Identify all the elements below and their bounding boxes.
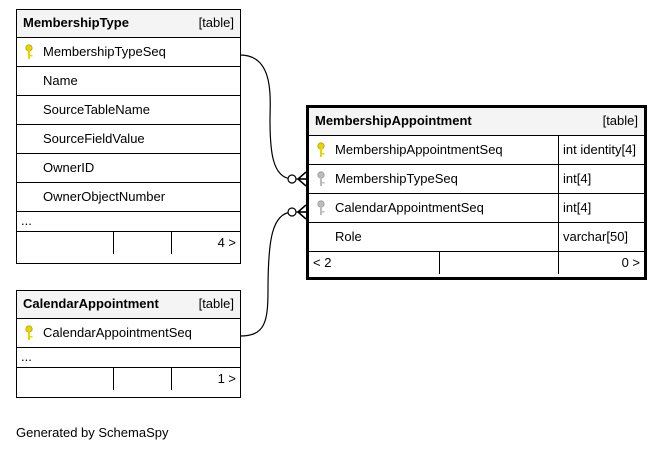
parents-count[interactable]: < 2 [313, 255, 332, 270]
children-count[interactable]: 1 > [217, 371, 236, 386]
column-row[interactable]: MembershipTypeSeq int[4] [309, 165, 644, 194]
table-kind: [table] [198, 15, 234, 30]
column-row[interactable]: SourceFieldValue [17, 125, 240, 154]
column-row[interactable]: Name [17, 67, 240, 96]
link-calendarappointment-circle [287, 207, 297, 217]
column-row[interactable]: Role varchar[50] [309, 223, 644, 252]
table-membershipappointment[interactable]: MembershipAppointment [table] Membership… [306, 105, 647, 280]
table-header: MembershipAppointment [table] [309, 108, 644, 136]
table-header: CalendarAppointment [table] [17, 291, 240, 319]
column-name: SourceFieldValue [43, 131, 145, 146]
column-row[interactable]: OwnerID [17, 154, 240, 183]
column-name: Role [335, 229, 362, 244]
table-kind: [table] [602, 113, 638, 128]
table-footer: 1 > [17, 368, 240, 390]
more-columns: ... [17, 348, 240, 368]
column-row[interactable]: CalendarAppointmentSeq int[4] [309, 194, 644, 223]
column-row[interactable]: CalendarAppointmentSeq [17, 319, 240, 348]
column-type: int[4] [558, 165, 644, 193]
column-name: MembershipTypeSeq [335, 171, 458, 186]
footer-cell: 4 > [171, 232, 240, 254]
primary-key-icon [25, 44, 33, 59]
table-footer: < 2 0 > [309, 252, 644, 274]
table-membershiptype[interactable]: MembershipType [table] MembershipTypeSeq… [16, 9, 241, 264]
table-header: MembershipType [table] [17, 10, 240, 38]
column-name: MembershipTypeSeq [43, 44, 166, 59]
column-row[interactable]: SourceTableName [17, 96, 240, 125]
column-row[interactable]: MembershipTypeSeq [17, 38, 240, 67]
table-name[interactable]: MembershipAppointment [315, 113, 472, 128]
table-footer: 4 > [17, 232, 240, 254]
primary-key-icon [25, 325, 33, 340]
table-name[interactable]: CalendarAppointment [23, 296, 159, 311]
column-name: Name [43, 73, 78, 88]
footer-cell: 1 > [171, 368, 240, 390]
children-count[interactable]: 0 > [621, 255, 640, 270]
link-calendarappointment [239, 211, 306, 337]
footer-cell: 0 > [558, 252, 644, 274]
column-type: int[4] [558, 194, 644, 222]
footer-cell [113, 232, 171, 254]
primary-key-icon [317, 142, 325, 157]
column-name: SourceTableName [43, 102, 150, 117]
link-calendarappointment-crowfoot [297, 204, 307, 220]
table-name[interactable]: MembershipType [23, 15, 129, 30]
column-type: int identity[4] [558, 136, 644, 164]
more-columns: ... [17, 212, 240, 232]
column-row[interactable]: OwnerObjectNumber [17, 183, 240, 212]
footer-cell [113, 368, 171, 390]
column-type: varchar[50] [558, 223, 644, 251]
column-name: CalendarAppointmentSeq [43, 325, 192, 340]
link-membershiptype-crowfoot [297, 171, 307, 187]
table-calendarappointment[interactable]: CalendarAppointment [table] CalendarAppo… [16, 290, 241, 398]
children-count[interactable]: 4 > [217, 235, 236, 250]
column-name: OwnerID [43, 160, 95, 175]
footer-cell [439, 252, 558, 274]
link-membershiptype-circle [287, 174, 297, 184]
generated-by-label: Generated by SchemaSpy [16, 425, 169, 440]
column-name: OwnerObjectNumber [43, 189, 166, 204]
column-row[interactable]: MembershipAppointmentSeq int identity[4] [309, 136, 644, 165]
column-name: MembershipAppointmentSeq [335, 142, 503, 157]
foreign-key-icon [317, 200, 325, 215]
foreign-key-icon [317, 171, 325, 186]
link-membershiptype [239, 54, 306, 180]
table-kind: [table] [198, 296, 234, 311]
column-name: CalendarAppointmentSeq [335, 200, 484, 215]
